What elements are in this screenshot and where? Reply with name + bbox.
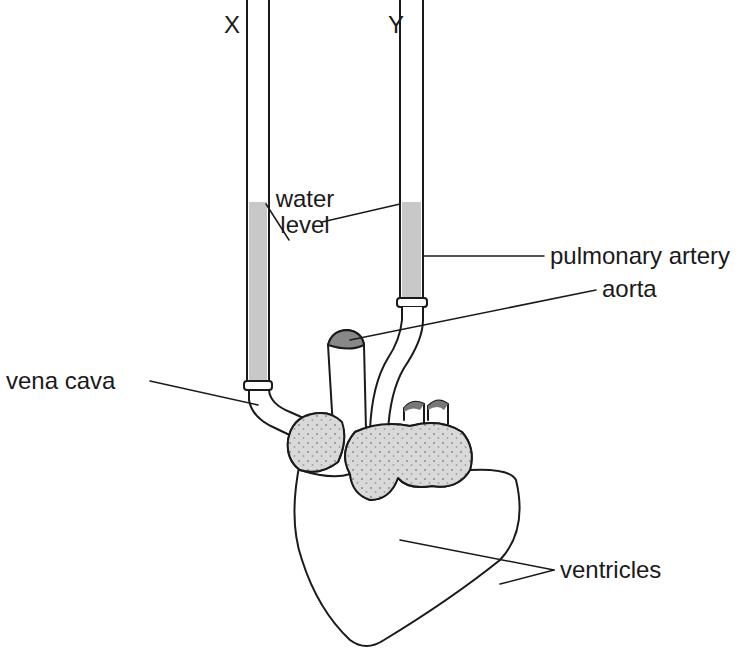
water-level-label: water level bbox=[270, 186, 340, 238]
part-label: pulmonary artery bbox=[550, 243, 730, 269]
tube-letter: Y bbox=[388, 12, 404, 38]
part-label: vena cava bbox=[6, 368, 115, 394]
part-label: ventricles bbox=[560, 557, 661, 583]
tube-letter: X bbox=[224, 12, 240, 38]
part-label: aorta bbox=[602, 276, 657, 302]
